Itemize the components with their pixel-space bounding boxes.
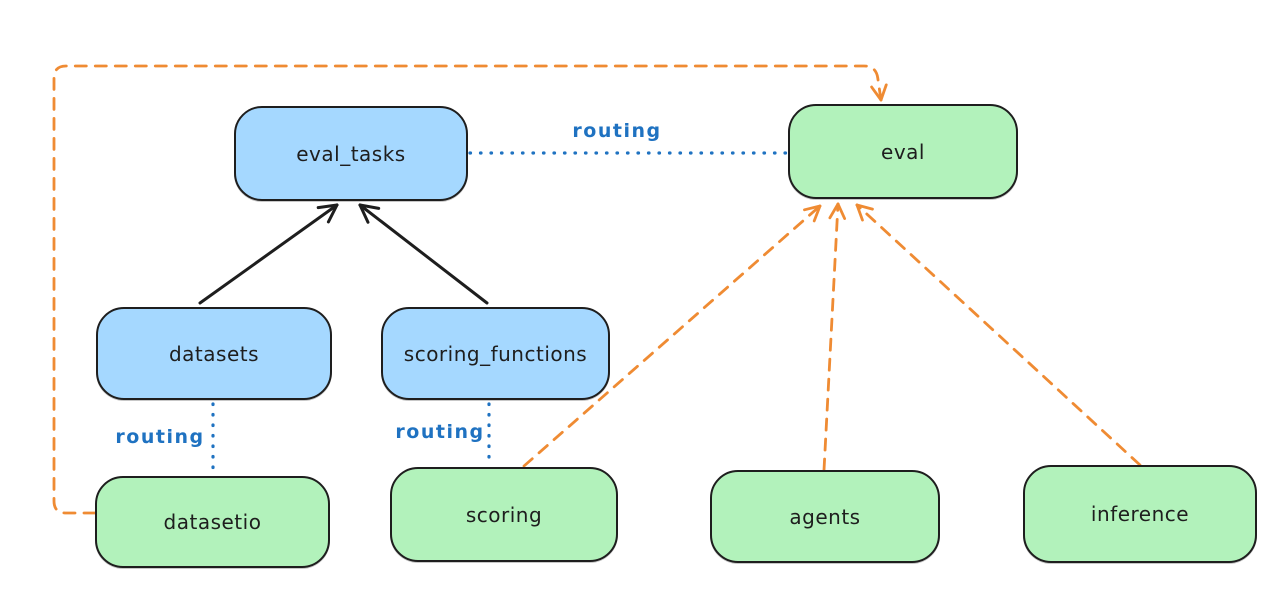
node-agents[interactable]: agents [710,470,940,563]
node-scoring[interactable]: scoring [390,467,618,562]
node-datasetio[interactable]: datasetio [95,476,330,568]
edge-label-routing-middle: routing [395,421,485,443]
node-eval-tasks[interactable]: eval_tasks [234,106,468,201]
node-scoring-label: scoring [465,502,543,527]
node-inference-label: inference [1090,502,1190,526]
node-datasets[interactable]: datasets [96,307,332,400]
edge-label-routing-left: routing [115,426,205,448]
node-scoring-functions[interactable]: scoring_functions [381,307,610,400]
edge-label-routing-top: routing [572,120,662,142]
node-eval-label: eval [881,139,925,164]
node-datasets-label: datasets [168,341,260,366]
node-inference[interactable]: inference [1023,465,1257,563]
node-eval-tasks-label: eval_tasks [296,141,406,166]
node-datasetio-label: datasetio [163,510,262,534]
node-scoring-functions-label: scoring_functions [403,341,588,366]
node-eval[interactable]: eval [788,104,1018,199]
node-agents-label: agents [789,504,861,529]
